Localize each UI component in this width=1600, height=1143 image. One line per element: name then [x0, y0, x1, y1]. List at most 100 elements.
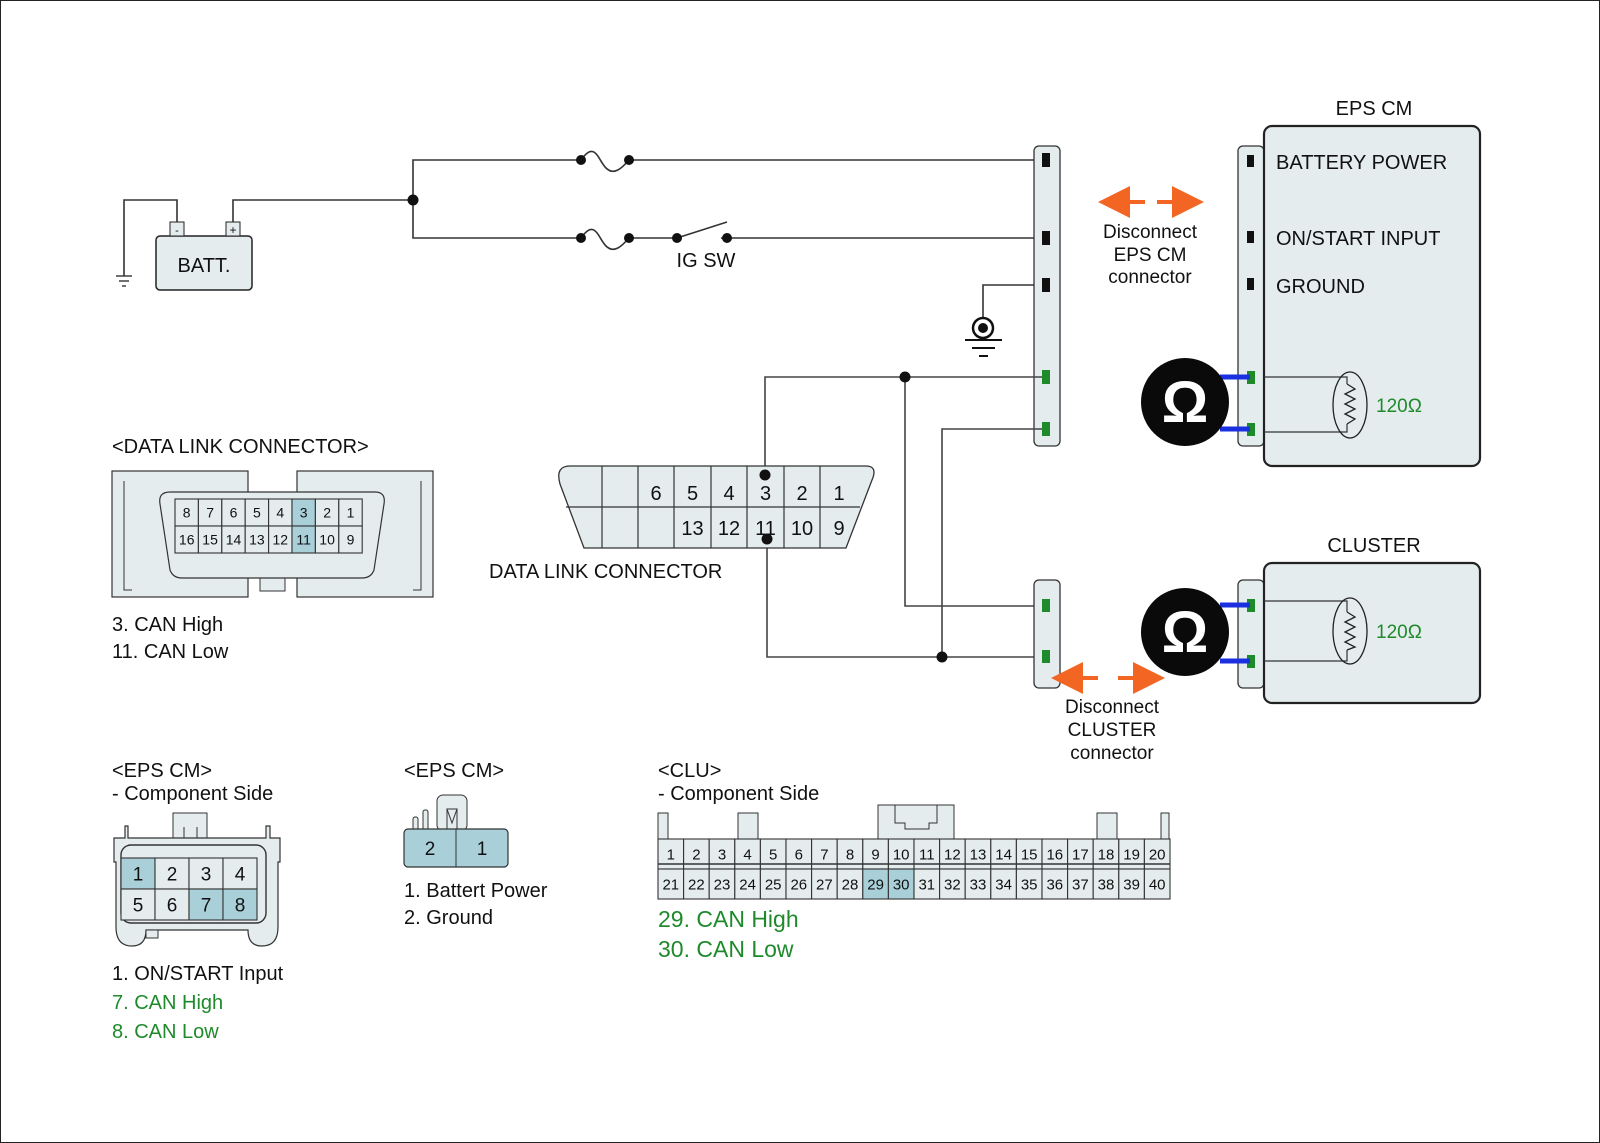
pin-cell — [154, 888, 190, 921]
eps-cm-pin-label: GROUND — [1276, 276, 1365, 298]
pin-cell — [188, 888, 224, 921]
pin-label: 6 — [795, 846, 803, 863]
eps-harness-connector[interactable] — [1033, 145, 1061, 447]
pin-label: 10 — [893, 846, 910, 863]
pin-cell — [913, 868, 941, 900]
pin-label: 10 — [319, 532, 335, 548]
pin-label: 16 — [179, 532, 195, 548]
pin-label: 2 — [425, 839, 436, 860]
fuse-1-terminal-b — [624, 155, 634, 165]
pin-label: 34 — [995, 876, 1012, 893]
pin-cell — [811, 868, 838, 900]
battery-ground-wire — [123, 199, 178, 276]
pin-label: 3 — [201, 864, 212, 885]
ig-switch-label: IG SW — [677, 250, 736, 272]
svg-text:11. CAN Low: 11. CAN Low — [112, 641, 229, 663]
ohmmeter-icon — [1141, 588, 1229, 676]
fuse-2-link — [580, 228, 630, 251]
pin-label: 13 — [249, 532, 265, 548]
pin-cell — [222, 857, 258, 890]
pin-label: 40 — [1149, 876, 1166, 893]
pin-battery-power — [1042, 153, 1050, 167]
cluster-connector[interactable] — [1237, 579, 1265, 689]
pin-label: 27 — [816, 876, 833, 893]
pin-cell — [1143, 868, 1171, 900]
svg-text:3. CAN High: 3. CAN High — [112, 614, 223, 636]
pin-label: 3 — [300, 505, 308, 521]
pin-label: 5 — [687, 483, 698, 505]
eps-8pin-notes: 1. ON/START Input 7. CAN High 8. CAN Low — [112, 963, 284, 1043]
eps-cm-body — [1262, 124, 1482, 468]
pin-label: 2 — [167, 864, 178, 885]
pin-label: 24 — [739, 876, 756, 893]
pin-label: 25 — [765, 876, 782, 893]
svg-text:1. ON/START Input: 1. ON/START Input — [112, 963, 284, 985]
pin-cell — [990, 868, 1017, 900]
pin-label: 5 — [133, 895, 144, 916]
pin-label: 2 — [796, 483, 807, 505]
pin-label: 15 — [202, 532, 218, 548]
pin-label: 13 — [681, 518, 703, 540]
pin-label: 1 — [833, 483, 844, 505]
eps-8pin-subtitle: - Component Side — [112, 783, 273, 805]
pin-label: 7 — [206, 505, 214, 521]
battery-label: BATT. — [178, 255, 231, 277]
pin-label: 8 — [235, 895, 246, 916]
pin-label: 11 — [919, 846, 935, 863]
cluster-title: CLUSTER — [1327, 535, 1420, 557]
eps-cm-module: BATTERY POWER ON/START INPUT GROUND 120Ω — [1237, 124, 1482, 468]
eps-cm-connector[interactable] — [1237, 145, 1265, 447]
disconnect-eps-label: Disconnect EPS CM connector — [1103, 222, 1198, 288]
clu-notes: 29. CAN High 30. CAN Low — [658, 906, 799, 962]
pin-cell — [785, 868, 813, 900]
pin-ground — [1042, 278, 1050, 292]
pin-label: 37 — [1072, 876, 1089, 893]
fuse-2-terminal-a — [576, 233, 586, 243]
fuse-1-terminal-a — [576, 155, 586, 165]
pin-label: 15 — [1021, 846, 1038, 863]
pin-label: 12 — [718, 518, 740, 540]
eps-cm-pin-label: BATTERY POWER — [1276, 152, 1447, 174]
pin-cell — [338, 525, 363, 554]
svg-text:8. CAN Low: 8. CAN Low — [112, 1021, 219, 1043]
svg-text:EPS CM: EPS CM — [1114, 245, 1187, 266]
svg-text:Ω: Ω — [1162, 370, 1209, 435]
ig-switch-terminal-b — [722, 233, 732, 243]
pin-label: 4 — [235, 864, 246, 885]
pin-label: 31 — [918, 876, 935, 893]
pin-label: 6 — [650, 483, 661, 505]
pin-can-low — [1042, 650, 1050, 663]
chassis-ground-symbol — [116, 275, 132, 287]
pin-can-high — [1042, 370, 1050, 384]
svg-text:Disconnect: Disconnect — [1065, 697, 1160, 718]
pin-label: 9 — [833, 518, 844, 540]
junction-dot — [407, 194, 419, 206]
pin-label: 9 — [871, 846, 879, 863]
pin-label: 10 — [791, 518, 813, 540]
fuse-2-terminal-b — [624, 233, 634, 243]
eps-cm-resistor-value: 120Ω — [1376, 396, 1422, 417]
battery-pos-label: + — [229, 223, 236, 237]
pin-cell — [1015, 868, 1043, 900]
cluster-harness-connector[interactable] — [1033, 579, 1061, 689]
pin-on-start — [1042, 231, 1050, 245]
pin-label: 6 — [167, 895, 178, 916]
pin-cell — [1067, 868, 1094, 900]
pin-label: 3 — [718, 846, 726, 863]
battery-positive-wire — [232, 199, 413, 222]
pin-cell — [862, 868, 889, 900]
pin-label: 5 — [769, 846, 777, 863]
pin-label: 7 — [820, 846, 828, 863]
pin-cell — [1118, 868, 1145, 900]
pin-label: 28 — [842, 876, 859, 893]
pin-label: 14 — [995, 846, 1012, 863]
pin-cell — [683, 868, 710, 900]
pin-label: 7 — [201, 895, 212, 916]
svg-text:7. CAN High: 7. CAN High — [112, 992, 223, 1014]
eps-2pin-title: <EPS CM> — [404, 760, 504, 782]
resistor-icon — [1332, 371, 1368, 439]
